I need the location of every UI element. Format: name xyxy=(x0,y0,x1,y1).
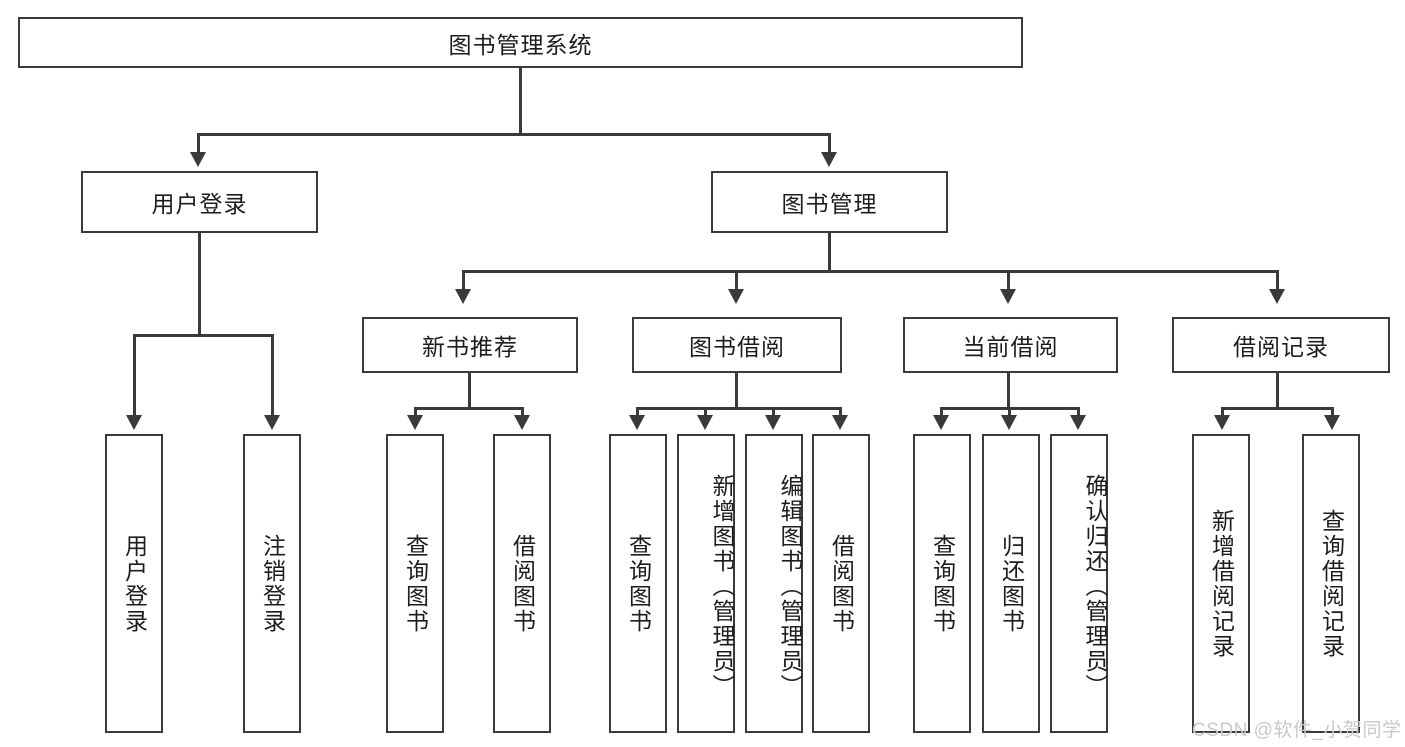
connector-bm-child3 xyxy=(1007,270,1010,292)
leaf-cb-return-book[interactable]: 归还图书 xyxy=(982,434,1040,733)
leaf-bb-borrow-book[interactable]: 借阅图书 xyxy=(812,434,870,733)
leaf-cb-confirm-return-admin[interactable]: 确认归还（管理员） xyxy=(1050,434,1108,733)
arrow-bm-child4 xyxy=(1269,289,1285,304)
node-root-book-management-system[interactable]: 图书管理系统 xyxy=(18,17,1023,68)
connector-book-management-bar xyxy=(462,270,1279,273)
connector-cb-child3 xyxy=(1077,407,1080,418)
connector-nbr-bar xyxy=(414,407,524,410)
csdn-watermark: CSDN @软件_小贺同学 xyxy=(1192,720,1402,741)
connector-bb-child1 xyxy=(636,407,639,418)
connector-bb-child2 xyxy=(704,407,707,418)
connector-bb-stem xyxy=(735,373,738,410)
arrow-bb-child2 xyxy=(697,415,713,430)
leaf-bb-query-book[interactable]: 查询图书 xyxy=(609,434,667,733)
leaf-bb-add-book-admin[interactable]: 新增图书（管理员） xyxy=(677,434,735,733)
connector-root-to-book-management xyxy=(828,133,831,155)
leaf-user-login[interactable]: 用户登录 xyxy=(105,434,163,733)
connector-root-to-user-login xyxy=(197,133,200,155)
node-new-book-recommend[interactable]: 新书推荐 xyxy=(362,317,578,373)
arrow-nbr-child1 xyxy=(407,415,423,430)
node-label: 借阅图书 xyxy=(828,533,855,634)
arrow-user-login-child2 xyxy=(264,415,280,430)
connector-bm-child4 xyxy=(1276,270,1279,292)
arrow-bm-child1 xyxy=(455,289,471,304)
node-label: 新书推荐 xyxy=(422,334,518,360)
node-label: 图书管理 xyxy=(781,191,878,217)
node-label: 新增借阅记录 xyxy=(1208,508,1235,659)
connector-nbr-child1 xyxy=(414,407,417,418)
connector-br-child1 xyxy=(1221,407,1224,418)
node-label: 确认归还（管理员） xyxy=(1082,474,1108,699)
node-label: 编辑图书（管理员） xyxy=(777,474,803,699)
connector-user-login-bar xyxy=(133,334,274,337)
node-label: 查询图书 xyxy=(402,533,429,634)
arrow-cb-child3 xyxy=(1070,415,1086,430)
connector-nbr-stem xyxy=(468,373,471,410)
connector-bm-child1 xyxy=(462,270,465,292)
arrow-bb-child1 xyxy=(629,415,645,430)
leaf-bb-edit-book-admin[interactable]: 编辑图书（管理员） xyxy=(745,434,803,733)
node-label: 查询借阅记录 xyxy=(1318,508,1345,659)
connector-cb-stem xyxy=(1007,373,1010,410)
node-label: 注销登录 xyxy=(259,533,286,634)
node-user-login[interactable]: 用户登录 xyxy=(81,171,318,233)
leaf-cb-query-book[interactable]: 查询图书 xyxy=(913,434,971,733)
node-book-borrow[interactable]: 图书借阅 xyxy=(632,317,842,373)
leaf-nbr-query-book[interactable]: 查询图书 xyxy=(386,434,444,733)
arrow-bb-child3 xyxy=(765,415,781,430)
node-label: 归还图书 xyxy=(998,533,1025,634)
arrow-cb-child1 xyxy=(933,415,949,430)
connector-book-management-stem xyxy=(828,233,831,272)
connector-root-stem xyxy=(519,68,522,135)
arrow-root-to-user-login xyxy=(190,152,206,167)
connector-cb-child1 xyxy=(940,407,943,418)
node-label: 图书借阅 xyxy=(689,334,785,360)
arrow-cb-child2 xyxy=(1001,415,1017,430)
arrow-br-child2 xyxy=(1324,415,1340,430)
node-label: 新增图书（管理员） xyxy=(709,474,735,699)
node-label: 查询图书 xyxy=(929,533,956,634)
connector-user-login-stem xyxy=(198,233,201,336)
arrow-br-child1 xyxy=(1214,415,1230,430)
connector-user-login-child1 xyxy=(133,334,136,418)
leaf-br-add-record[interactable]: 新增借阅记录 xyxy=(1192,434,1250,733)
connector-br-bar xyxy=(1221,407,1334,410)
connector-user-login-child2 xyxy=(271,334,274,418)
node-label: 查询图书 xyxy=(625,533,652,634)
connector-bm-child2 xyxy=(735,270,738,292)
connector-bb-child4 xyxy=(839,407,842,418)
connector-bb-bar xyxy=(636,407,842,410)
arrow-bb-child4 xyxy=(832,415,848,430)
node-label: 借阅图书 xyxy=(509,533,536,634)
node-label: 用户登录 xyxy=(151,191,248,217)
node-current-borrow[interactable]: 当前借阅 xyxy=(903,317,1118,373)
leaf-user-logout[interactable]: 注销登录 xyxy=(243,434,301,733)
node-label: 当前借阅 xyxy=(962,334,1059,360)
node-label: 借阅记录 xyxy=(1233,334,1329,360)
arrow-nbr-child2 xyxy=(514,415,530,430)
node-label: 图书管理系统 xyxy=(448,31,593,58)
leaf-nbr-borrow-book[interactable]: 借阅图书 xyxy=(493,434,551,733)
connector-root-bar xyxy=(197,133,831,136)
connector-bb-child3 xyxy=(772,407,775,418)
node-borrow-record[interactable]: 借阅记录 xyxy=(1172,317,1390,373)
arrow-user-login-child1 xyxy=(126,415,142,430)
arrow-bm-child2 xyxy=(728,289,744,304)
connector-br-child2 xyxy=(1331,407,1334,418)
leaf-br-query-record[interactable]: 查询借阅记录 xyxy=(1302,434,1360,733)
arrow-root-to-book-management xyxy=(821,152,837,167)
node-label: 用户登录 xyxy=(121,533,148,634)
node-book-management[interactable]: 图书管理 xyxy=(711,171,948,233)
arrow-bm-child3 xyxy=(1000,289,1016,304)
connector-cb-child2 xyxy=(1008,407,1011,418)
connector-br-stem xyxy=(1276,373,1279,410)
connector-nbr-child2 xyxy=(521,407,524,418)
